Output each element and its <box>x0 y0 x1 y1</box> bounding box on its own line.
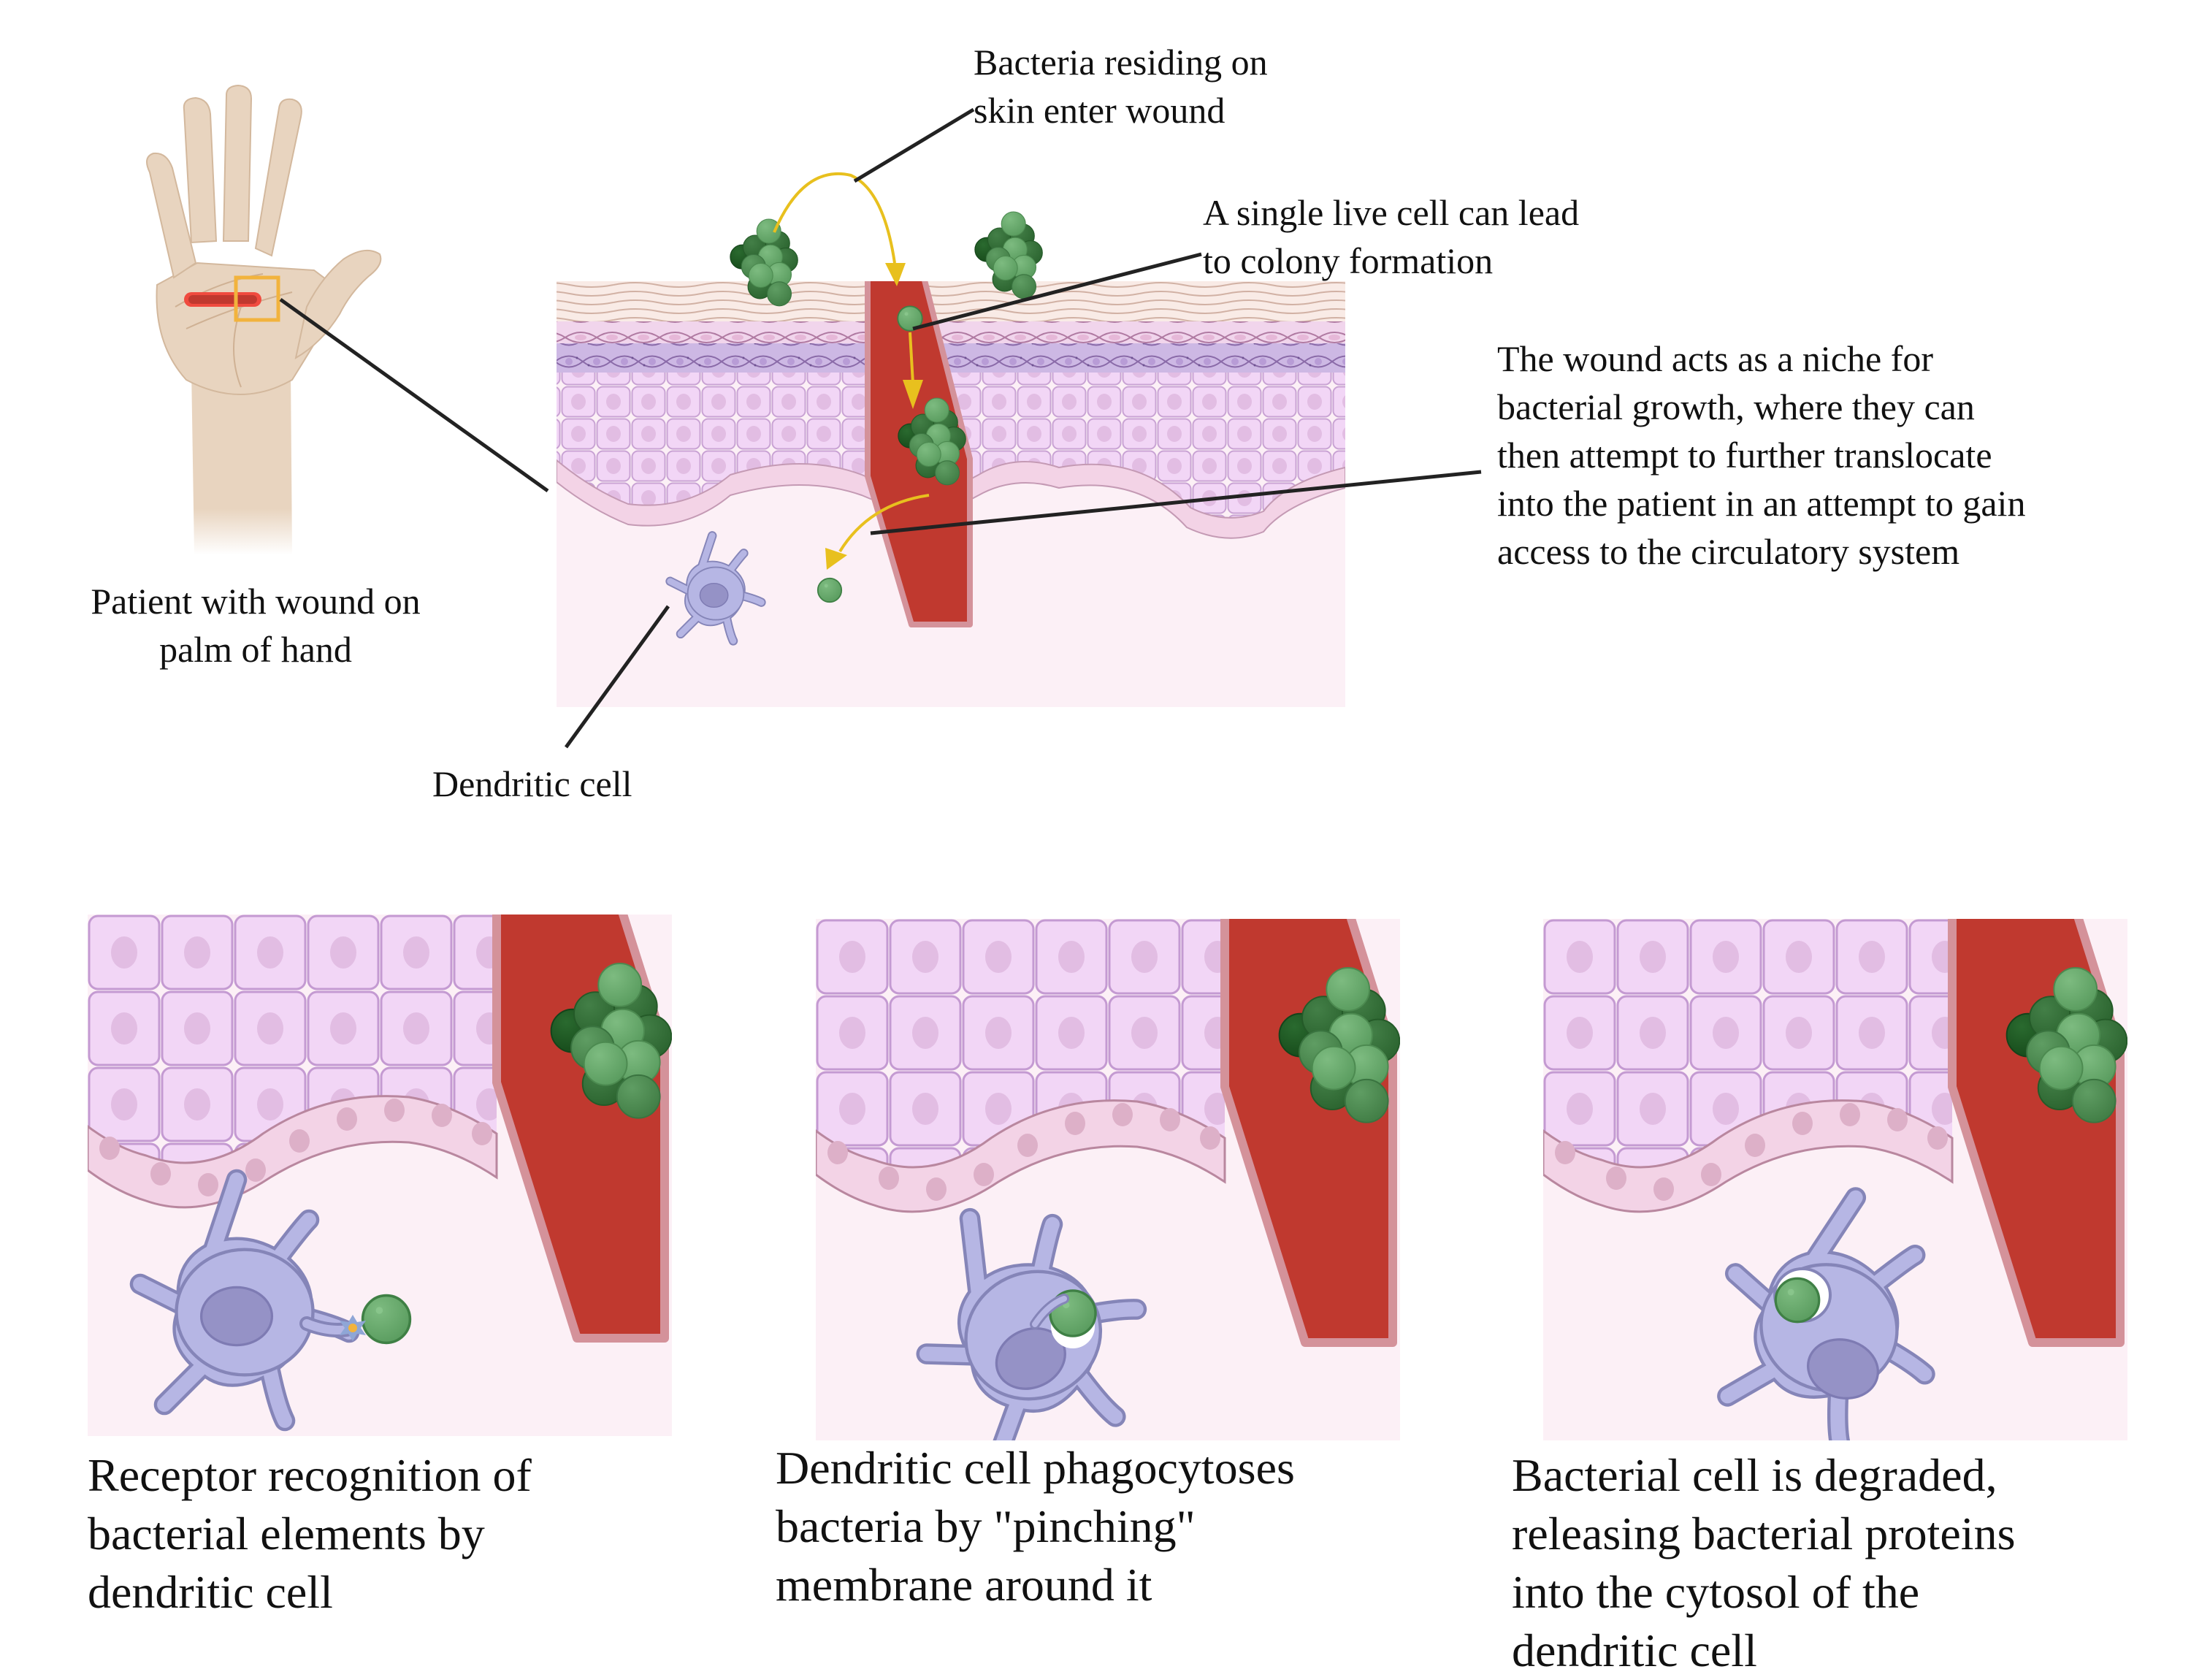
panel-2-caption: Dendritic cell phagocytoses bacteria by … <box>776 1442 1295 1611</box>
basal-layer <box>816 1099 1226 1213</box>
hand-illustration <box>146 84 549 555</box>
panel-2 <box>816 919 1400 1440</box>
stratum-granulosum <box>557 343 1345 373</box>
panel-3-caption: Bacterial cell is degraded, releasing ba… <box>1512 1449 2016 1676</box>
dendritic-cell-icon <box>129 1169 360 1432</box>
entry-arrow-head <box>885 263 906 286</box>
basal-layer <box>88 1095 498 1209</box>
epidermis-cells <box>88 915 497 1163</box>
nucleus <box>199 1286 274 1347</box>
basal-layer <box>1543 1099 1954 1213</box>
leader-dendritic-cell <box>564 605 670 749</box>
translocated-bacterium <box>817 577 843 603</box>
callout-dendritic-cell: Dendritic cell <box>432 763 632 804</box>
bottom-panels <box>88 915 2127 1440</box>
dendritic-cell-top-icon <box>665 531 766 646</box>
entry-arrow <box>773 172 896 264</box>
bacterium <box>361 1294 412 1345</box>
zoom-leader-line <box>279 297 549 493</box>
stratum-lucidum <box>557 321 1345 343</box>
panel-1 <box>88 915 672 1436</box>
growth-arrow <box>909 332 914 384</box>
hand-label: Patient with wound on palm of hand <box>91 581 421 670</box>
growth-arrow-head <box>903 380 923 409</box>
callout-bacteria-enter: Bacteria residing on skin enter wound <box>974 42 1268 131</box>
skin-cross-section <box>557 281 1345 707</box>
epidermis-cells <box>816 919 1225 1167</box>
panel-3 <box>1543 919 2127 1440</box>
bacterium <box>1774 1277 1821 1324</box>
callout-wound-niche: The wound acts as a niche for bacterial … <box>1497 338 2026 572</box>
panel-1-caption: Receptor recognition of bacterial elemen… <box>88 1449 532 1618</box>
callout-single-cell: A single live cell can lead to colony fo… <box>1203 192 1580 281</box>
zoom-box-icon <box>234 275 280 322</box>
leader-bacteria-enter <box>853 107 975 183</box>
nucleus <box>1806 1338 1879 1400</box>
translocation-arrow <box>838 494 930 553</box>
translocation-arrow-head <box>825 548 847 570</box>
leader-single-cell <box>912 252 1202 331</box>
leader-wound-niche <box>870 470 1482 535</box>
epidermis-cells <box>1543 919 1952 1167</box>
